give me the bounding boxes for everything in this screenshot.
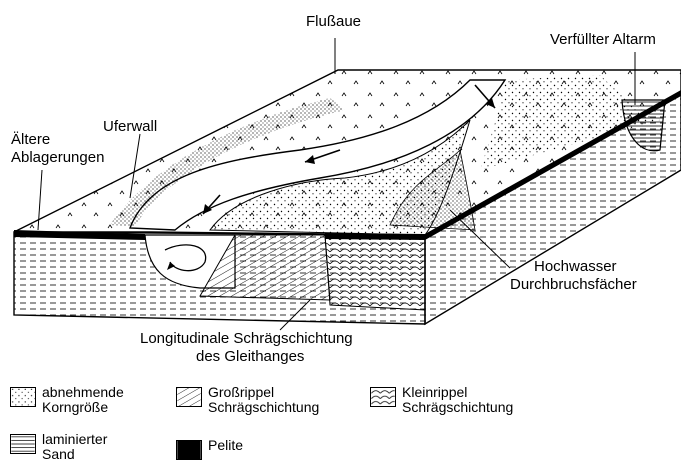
legend-item-grossrippel: Großrippel Schrägschichtung	[176, 385, 319, 415]
label-aeltere: Ältere	[11, 131, 50, 149]
label-uferwall: Uferwall	[103, 118, 157, 136]
legend-label: Großrippel	[208, 385, 319, 400]
label-flussaue: Flußaue	[306, 13, 361, 31]
scale-pattern-icon	[370, 387, 396, 407]
legend-label: Kleinrippel	[402, 385, 513, 400]
solid-black-icon	[176, 440, 202, 460]
pelite-band	[325, 233, 425, 240]
label-longitudinal: Longitudinale Schrägschichtung	[140, 330, 353, 348]
legend-label: abnehmende	[42, 385, 124, 400]
legend-label: Schrägschichtung	[402, 400, 513, 415]
legend-label: Korngröße	[42, 400, 124, 415]
label-verfuellter-altarm: Verfüllter Altarm	[550, 31, 656, 49]
legend-label: Sand	[42, 447, 107, 462]
legend-item-abnehmende-korngroesse: abnehmende Korngröße	[10, 385, 124, 415]
label-durchbruchsfaecher: Durchbruchsfächer	[510, 276, 637, 294]
diagonal-hatch-icon	[176, 387, 202, 407]
legend-label: laminierter	[42, 432, 107, 447]
label-hochwasser: Hochwasser	[534, 258, 617, 276]
dotted-pattern-icon	[10, 387, 36, 407]
legend-item-laminierter-sand: laminierter Sand	[10, 432, 107, 462]
label-ablagerungen: Ablagerungen	[11, 149, 104, 167]
label-gleithang: des Gleithanges	[196, 348, 304, 366]
small-ripple-bedding	[325, 235, 425, 310]
legend-item-pelite: Pelite	[176, 438, 243, 460]
legend-item-kleinrippel: Kleinrippel Schrägschichtung	[370, 385, 513, 415]
legend-label: Schrägschichtung	[208, 400, 319, 415]
legend-label: Pelite	[208, 438, 243, 453]
horizontal-lines-icon	[10, 434, 36, 454]
